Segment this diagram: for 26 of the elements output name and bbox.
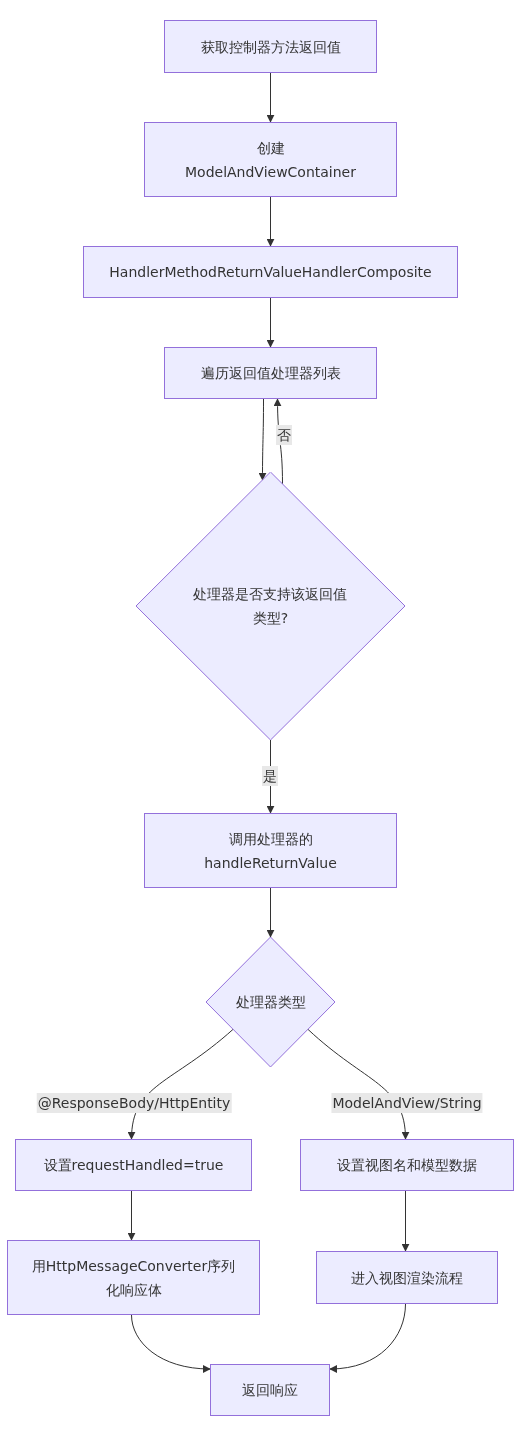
arrow — [273, 398, 283, 485]
process-box: 设置视图名和模型数据 — [300, 1139, 514, 1191]
edge-label: 是 — [262, 766, 278, 786]
process-box: 遍历返回值处理器列表 — [164, 347, 377, 399]
edge-label: 否 — [276, 425, 292, 445]
process-box: 进入视图渲染流程 — [316, 1251, 498, 1304]
process-box: 创建 ModelAndViewContainer — [144, 122, 397, 197]
arrow — [401, 1190, 410, 1252]
edge-label: @ResponseBody/HttpEntity — [36, 1093, 232, 1113]
decision-diamond: 处理器类型 — [206, 937, 335, 1067]
edge-label: ModelAndView/String — [331, 1093, 483, 1113]
process-box: 设置requestHandled=true — [15, 1139, 252, 1191]
process-box: 返回响应 — [210, 1364, 330, 1416]
process-box: 获取控制器方法返回值 — [164, 20, 377, 73]
process-box: 调用处理器的 handleReturnValue — [144, 813, 397, 888]
decision-diamond: 处理器是否支持该返回值类型? — [136, 472, 405, 740]
process-box: HandlerMethodReturnValueHandlerComposite — [83, 246, 458, 298]
arrow — [131, 1314, 211, 1373]
arrow — [329, 1303, 406, 1373]
arrow — [258, 398, 267, 481]
arrow — [127, 1190, 136, 1241]
process-box: 用HttpMessageConverter序列化响应体 — [7, 1240, 260, 1315]
arrow — [266, 887, 275, 938]
arrow — [266, 297, 275, 348]
arrow — [266, 196, 275, 247]
arrow — [266, 72, 275, 123]
